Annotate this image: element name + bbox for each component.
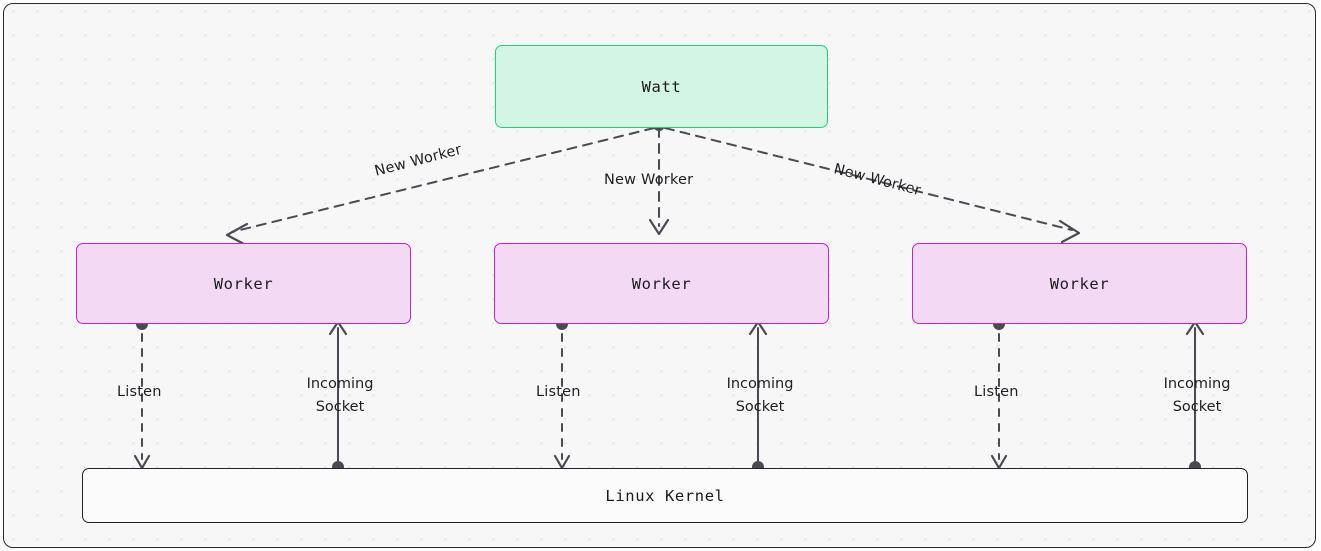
edge-label-incoming-socket-1-line1: Incoming (306, 376, 374, 392)
diagram-canvas: Watt Worker Worker Worker Linux Kernel N… (3, 3, 1316, 548)
node-worker-1[interactable]: Worker (76, 243, 411, 324)
arrowhead-right (1058, 219, 1081, 244)
edge-label-listen-3: Listen (974, 384, 1019, 400)
edge-label-incoming-socket-3-line2: Socket (1172, 399, 1222, 416)
edge-label-new-worker-2: New Worker (604, 172, 694, 188)
edge-label-new-worker-1: New Worker (372, 141, 464, 180)
edge-label-incoming-socket-3: Incoming Socket (1160, 373, 1234, 419)
arrowhead-left (225, 222, 249, 246)
arrowhead-down (553, 454, 571, 470)
edge-label-incoming-socket-1: Incoming Socket (303, 373, 377, 419)
node-linux-kernel-label: Linux Kernel (605, 486, 725, 505)
node-worker-3[interactable]: Worker (912, 243, 1247, 324)
edge-label-listen-1: Listen (117, 384, 162, 400)
node-watt-label: Watt (641, 77, 682, 96)
edge-label-incoming-socket-1-line2: Socket (315, 399, 365, 416)
edge-new-worker-1 (225, 127, 655, 246)
edge-label-incoming-socket-3-line1: Incoming (1163, 376, 1231, 392)
edge-label-incoming-socket-2: Incoming Socket (723, 373, 797, 419)
node-worker-2-label: Worker (631, 274, 692, 293)
node-worker-3-label: Worker (1049, 274, 1110, 293)
node-worker-1-label: Worker (213, 274, 274, 293)
edge-label-incoming-socket-2-line2: Socket (735, 399, 785, 416)
node-worker-2[interactable]: Worker (494, 243, 829, 324)
arrowhead-down (648, 218, 670, 236)
node-linux-kernel[interactable]: Linux Kernel (82, 468, 1248, 523)
arrowhead-down (990, 454, 1008, 470)
edge-label-incoming-socket-2-line1: Incoming (726, 376, 794, 392)
edge-label-listen-2: Listen (536, 384, 581, 400)
node-watt[interactable]: Watt (495, 45, 828, 128)
edge-label-new-worker-3: New Worker (831, 161, 923, 200)
arrowhead-down (133, 454, 151, 470)
